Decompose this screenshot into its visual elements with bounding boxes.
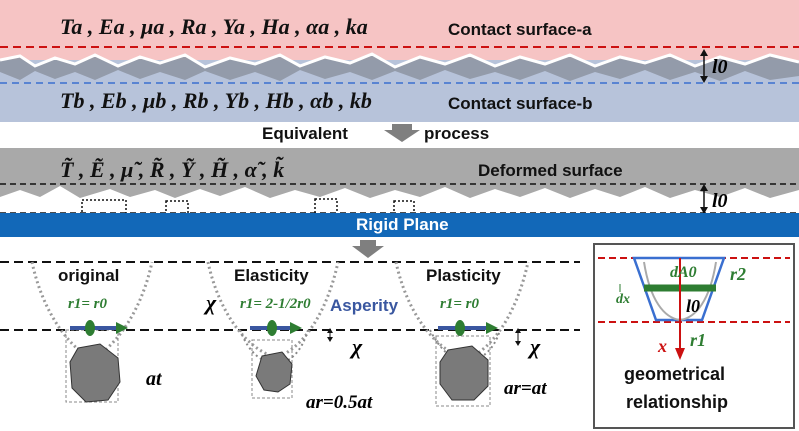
original-label: original [58, 266, 120, 285]
geometry-caption-2: relationship [626, 392, 729, 412]
contact-area-plastic [439, 345, 489, 401]
l0-label-top: l0 [712, 56, 728, 78]
ar-elastic-label: ar=0.5at [306, 392, 373, 413]
asperity-original-outline [30, 261, 154, 362]
deformed-params: T̃ , Ẽ , μ̃ , R̃ , Ỹ , H̃ , α̃ , k̃ [60, 157, 285, 182]
surface-a-band [0, 0, 799, 60]
plasticity-radius: r1= r0 [440, 296, 479, 312]
geometry-caption-1: geometrical [624, 364, 726, 384]
equivalent-arrow [384, 124, 420, 142]
dA0-label: dA0 [670, 264, 697, 281]
process-label: process [424, 124, 490, 143]
elasticity-radius: r1= 2-1/2r0 [240, 296, 311, 312]
r2-label: r2 [730, 264, 747, 284]
contact-area-original [69, 343, 121, 403]
geometry-box [593, 243, 795, 429]
elasticity-label: Elasticity [234, 266, 309, 285]
equivalent-label: Equivalent [262, 124, 348, 143]
rigid-plane-label: Rigid Plane [356, 215, 449, 234]
contact-area-elastic [255, 351, 293, 393]
down-arrow [352, 240, 384, 258]
dx-label: dx [616, 292, 630, 307]
x-label: x [658, 336, 667, 356]
deformed-gaps [0, 186, 799, 212]
rough-interface-highlight [0, 52, 799, 69]
geometry-trapezoid [632, 256, 726, 322]
chi-left: χ [206, 290, 217, 315]
ar-plastic-label: ar=at [504, 378, 547, 399]
geometry-l0-label: l0 [686, 296, 701, 316]
surface-b-label: Contact surface-b [448, 94, 593, 113]
surface-a-label: Contact surface-a [448, 20, 592, 39]
surface-b-params: Tb , Eb , μb , Rb , Yb , Hb , αb , kb [60, 88, 372, 113]
chi-elastic: χ [352, 334, 363, 359]
asperity-label: Asperity [330, 296, 399, 315]
rigid-plane-band [0, 213, 799, 237]
deformed-label: Deformed surface [478, 161, 623, 180]
r1-label: r1 [690, 330, 707, 350]
at-label: at [146, 368, 162, 390]
rough-interface [0, 54, 799, 81]
l0-label-mid: l0 [712, 190, 728, 212]
surface-a-params: Ta , Ea , μa , Ra , Ya , Ha , αa , ka [60, 14, 368, 39]
chi-plastic: χ [530, 334, 541, 359]
plasticity-label: Plasticity [426, 266, 501, 285]
original-radius: r1= r0 [68, 296, 107, 312]
